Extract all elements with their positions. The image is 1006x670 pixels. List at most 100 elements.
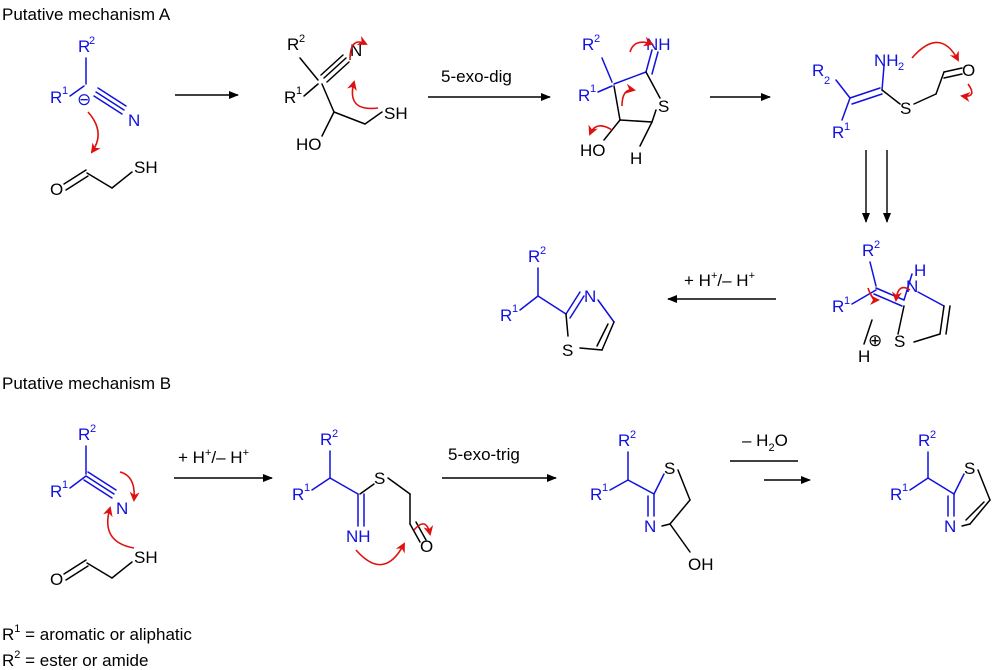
- heading-mechanism-b: Putative mechanism B: [2, 374, 171, 393]
- svg-text:R: R: [582, 35, 594, 54]
- svg-text:HO: HO: [296, 135, 322, 154]
- b-condition-cyclization: 5-exo-trig: [448, 445, 520, 464]
- b-mercaptoacetaldehyde-structure: O SH: [50, 548, 158, 589]
- svg-text:NH: NH: [346, 527, 371, 546]
- a-condition-cyclization: 5-exo-dig: [441, 67, 512, 86]
- svg-text:1: 1: [602, 482, 608, 494]
- svg-text:O: O: [50, 570, 63, 589]
- svg-text:N: N: [644, 517, 656, 536]
- svg-text:1: 1: [512, 303, 518, 315]
- svg-text:H: H: [630, 149, 642, 168]
- svg-text:R: R: [832, 297, 844, 316]
- svg-text:S: S: [964, 459, 975, 478]
- svg-text:R: R: [292, 485, 304, 504]
- svg-text:R: R: [812, 61, 824, 80]
- svg-text:2: 2: [90, 423, 96, 435]
- svg-text:+ H+/– H+: + H+/– H+: [178, 447, 249, 467]
- svg-text:R: R: [78, 37, 90, 56]
- heading-mechanism-a: Putative mechanism A: [2, 5, 171, 24]
- svg-text:R: R: [890, 485, 902, 504]
- svg-text:1: 1: [902, 482, 908, 494]
- svg-text:S: S: [900, 99, 911, 118]
- b-condition-proton: + H+/– H+: [178, 447, 249, 467]
- svg-text:⊕: ⊕: [868, 331, 882, 350]
- svg-text:SH: SH: [134, 158, 158, 177]
- a-condition-proton: + H+/– H+: [684, 270, 755, 290]
- svg-text:2: 2: [630, 429, 636, 441]
- svg-text:N: N: [128, 111, 140, 130]
- svg-text:R: R: [500, 306, 512, 325]
- svg-text:R: R: [50, 88, 62, 107]
- svg-text:R: R: [78, 425, 90, 444]
- svg-text:R: R: [832, 123, 844, 142]
- svg-text:OH: OH: [688, 555, 714, 574]
- svg-text:R1 = aromatic or aliphatic: R1 = aromatic or aliphatic: [2, 623, 192, 644]
- svg-text:S: S: [664, 459, 675, 478]
- svg-text:H: H: [914, 261, 926, 280]
- svg-text:R: R: [287, 35, 299, 54]
- svg-text:2: 2: [898, 61, 904, 73]
- svg-text:R2 = ester or amide: R2 = ester or amide: [2, 649, 148, 670]
- svg-text:R: R: [590, 485, 602, 504]
- svg-text:O: O: [50, 180, 63, 199]
- svg-text:S: S: [658, 97, 669, 116]
- svg-text:1: 1: [62, 85, 68, 97]
- svg-text:R: R: [918, 431, 930, 450]
- svg-text:NH: NH: [874, 51, 899, 70]
- b-condition-dehydration: – H2O: [742, 431, 788, 454]
- svg-text:2: 2: [824, 75, 830, 87]
- svg-text:1: 1: [62, 479, 68, 491]
- svg-text:2: 2: [332, 428, 338, 440]
- svg-text:R: R: [528, 247, 540, 266]
- svg-text:2: 2: [89, 35, 95, 47]
- svg-text:1: 1: [304, 482, 310, 494]
- svg-text:2: 2: [594, 33, 600, 45]
- svg-text:NH: NH: [646, 35, 671, 54]
- svg-text:R: R: [320, 430, 332, 449]
- svg-text:S: S: [894, 332, 905, 351]
- svg-text:N: N: [584, 287, 596, 306]
- svg-text:2: 2: [874, 239, 880, 251]
- svg-text:1: 1: [844, 295, 850, 307]
- svg-text:N: N: [906, 277, 918, 296]
- svg-text:SH: SH: [384, 104, 408, 123]
- svg-text:H: H: [858, 347, 870, 366]
- svg-text:R: R: [50, 482, 62, 501]
- svg-text:HO: HO: [580, 141, 606, 160]
- svg-text:S: S: [374, 469, 385, 488]
- svg-text:N: N: [350, 41, 362, 60]
- svg-text:+ H+/– H+: + H+/– H+: [684, 270, 755, 290]
- svg-text:2: 2: [930, 429, 936, 441]
- svg-text:– H2O: – H2O: [742, 431, 788, 454]
- svg-text:2: 2: [299, 33, 305, 45]
- svg-text:R: R: [618, 431, 630, 450]
- svg-text:N: N: [944, 517, 956, 536]
- svg-text:2: 2: [540, 245, 546, 257]
- a-mercaptoacetaldehyde-structure: O SH: [50, 158, 158, 199]
- svg-text:R: R: [862, 241, 874, 260]
- svg-text:R: R: [578, 86, 590, 105]
- svg-text:1: 1: [844, 121, 850, 133]
- legend-r1: R1 = aromatic or aliphatic: [2, 623, 192, 644]
- svg-text:O: O: [962, 61, 975, 80]
- svg-text:1: 1: [590, 83, 596, 95]
- svg-text:SH: SH: [134, 548, 158, 567]
- svg-text:S: S: [562, 341, 573, 360]
- svg-text:O: O: [420, 537, 433, 556]
- svg-text:⊖: ⊖: [77, 90, 91, 109]
- legend-r2: R2 = ester or amide: [2, 649, 148, 670]
- svg-text:R: R: [284, 88, 296, 107]
- svg-text:N: N: [116, 499, 128, 518]
- svg-text:1: 1: [296, 85, 302, 97]
